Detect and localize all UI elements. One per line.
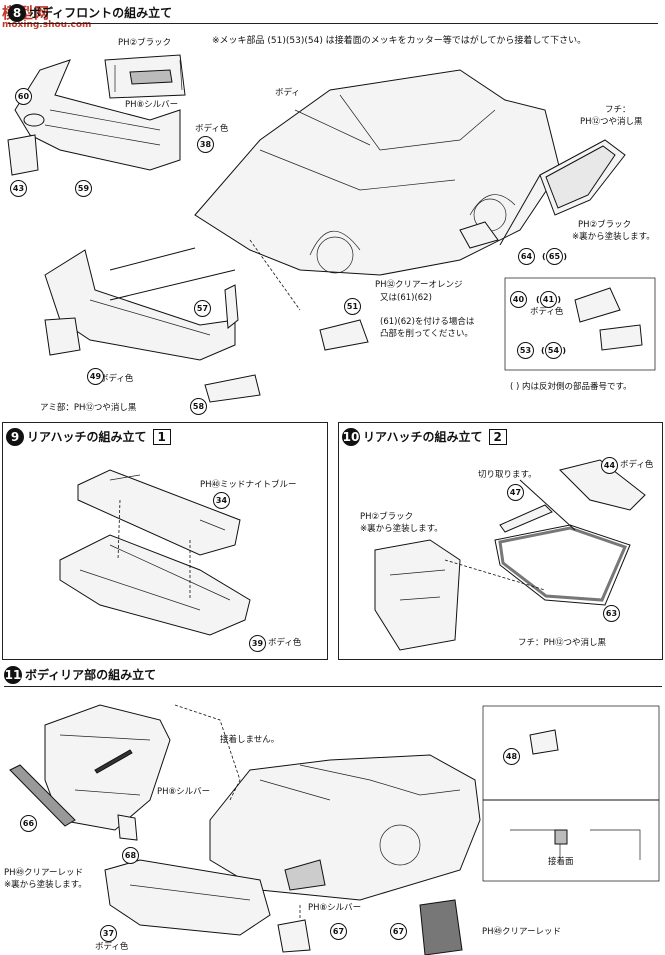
section9-step: 1 — [152, 429, 171, 445]
section8-drawing — [7, 54, 656, 403]
label-fuchi-s10: フチ：PH⑫つや消し黒 — [518, 638, 607, 648]
section11-title-text: ボディリア部の組み立て — [25, 668, 157, 682]
section8-number: 8 — [8, 4, 26, 22]
part-48: 48 — [503, 748, 520, 765]
part-49: 49 — [87, 368, 104, 385]
section9-drawing — [59, 469, 251, 636]
label-clear-red: PH㊾クリアーレッド — [4, 868, 84, 878]
section9-title-text: リアハッチの組み立て — [27, 430, 147, 444]
label-attach-note-1: (61)(62)を付ける場合は — [380, 317, 475, 327]
part-64: 64 — [518, 248, 535, 265]
section8-title-text: ボディフロントの組み立て — [29, 6, 173, 20]
label-fuchi: フチ： — [605, 105, 631, 115]
part-38: 38 — [197, 136, 214, 153]
watermark-site: moxing.shou.com — [2, 20, 92, 30]
part-47: 47 — [507, 484, 524, 501]
part-37: 37 — [100, 925, 117, 942]
section10-step: 2 — [488, 429, 507, 445]
label-ami: アミ部：PH⑫つや消し黒 — [40, 403, 137, 413]
section10-number: 10 — [342, 428, 360, 446]
part-57: 57 — [194, 300, 211, 317]
label-body: ボディ — [275, 88, 300, 98]
label-clear-red2: PH㊾クリアーレッド — [482, 927, 562, 937]
section11-number: 11 — [4, 666, 22, 684]
part-68: 68 — [122, 847, 139, 864]
part-67a: 67 — [330, 923, 347, 940]
label-or-61-62: 又は(61)(62) — [380, 293, 432, 303]
label-cut: 切り取ります。 — [478, 470, 537, 480]
label-body-color: ボディ色 — [195, 124, 229, 134]
part-41: 41 — [536, 291, 561, 308]
label-body-color3: ボディ色 — [100, 374, 134, 384]
label-black: PH②ブラック — [118, 38, 172, 48]
part-63: 63 — [603, 605, 620, 622]
section11-rule — [4, 686, 662, 687]
label-body-color2: ボディ色 — [530, 307, 564, 317]
label-back-paint: ※裏から塗装します。 — [572, 232, 655, 242]
part-40: 40 — [510, 291, 527, 308]
label-body-color-s9: ボディ色 — [268, 638, 302, 648]
section8-rule — [8, 23, 658, 24]
part-39: 39 — [249, 635, 266, 652]
part-53: 53 — [517, 342, 534, 359]
label-midnight-blue: PH㊵ミッドナイトブルー — [200, 480, 297, 490]
part-65: 65 — [542, 248, 567, 265]
label-paren-note: ( ) 内は反対側の部品番号です。 — [510, 382, 632, 392]
label-body-color-s11: ボディ色 — [95, 942, 129, 952]
label-clear-orange: PH㉜クリアーオレンジ — [375, 280, 463, 290]
part-58: 58 — [190, 398, 207, 415]
section9-number: 9 — [6, 428, 24, 446]
label-silver-s11: PH⑧シルバー — [157, 787, 211, 797]
part-54: 54 — [541, 342, 566, 359]
section10-title-text: リアハッチの組み立て — [363, 430, 483, 444]
part-43: 43 — [10, 180, 27, 197]
part-51: 51 — [344, 298, 361, 315]
section10-drawing — [374, 459, 646, 651]
label-no-glue: 接着しません。 — [220, 735, 280, 745]
label-glue-face: 接着面 — [548, 857, 574, 867]
section8-note: ※メッキ部品 (51)(53)(54) は接着面のメッキをカッター等ではがしてか… — [212, 36, 587, 46]
part-67b: 67 — [390, 923, 407, 940]
label-matte-black: PH⑫つや消し黒 — [580, 117, 643, 127]
part-60: 60 — [15, 88, 32, 105]
part-44: 44 — [601, 457, 618, 474]
part-59: 59 — [75, 180, 92, 197]
section10-frame — [338, 422, 663, 660]
part-34: 34 — [213, 492, 230, 509]
label-attach-note-2: 凸部を削ってください。 — [380, 329, 473, 339]
label-black-s10: PH②ブラック — [360, 512, 414, 522]
label-silver: PH⑧シルバー — [125, 100, 179, 110]
label-back-paint-s11: ※裏から塗装します。 — [4, 880, 87, 890]
label-back-paint-s10: ※裏から塗装します。 — [360, 524, 443, 534]
section9-frame — [2, 422, 328, 660]
label-silver2-s11: PH⑧シルバー — [308, 903, 362, 913]
label-body-color-s10: ボディ色 — [620, 460, 654, 470]
label-black2: PH②ブラック — [578, 220, 632, 230]
part-66: 66 — [20, 815, 37, 832]
